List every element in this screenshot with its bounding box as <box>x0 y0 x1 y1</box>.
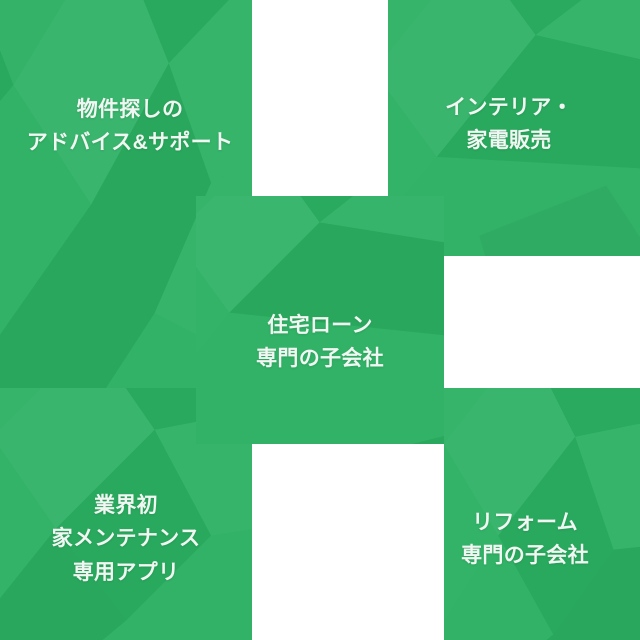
tile-app-label: 業界初 家メンテナンス 専用アプリ <box>51 494 201 584</box>
tile-advice-label: 物件探しの アドバイス&サポート <box>26 97 234 154</box>
tile-interior-label: インテリア・ 家電販売 <box>445 95 573 152</box>
tile-loan[interactable]: 住宅ローン 専門の子会社 <box>196 196 444 444</box>
tile-loan-label: 住宅ローン 専門の子会社 <box>256 313 384 370</box>
tile-reform[interactable]: リフォーム 専門の子会社 <box>444 388 640 640</box>
tile-reform-label: リフォーム 専門の子会社 <box>461 510 589 567</box>
